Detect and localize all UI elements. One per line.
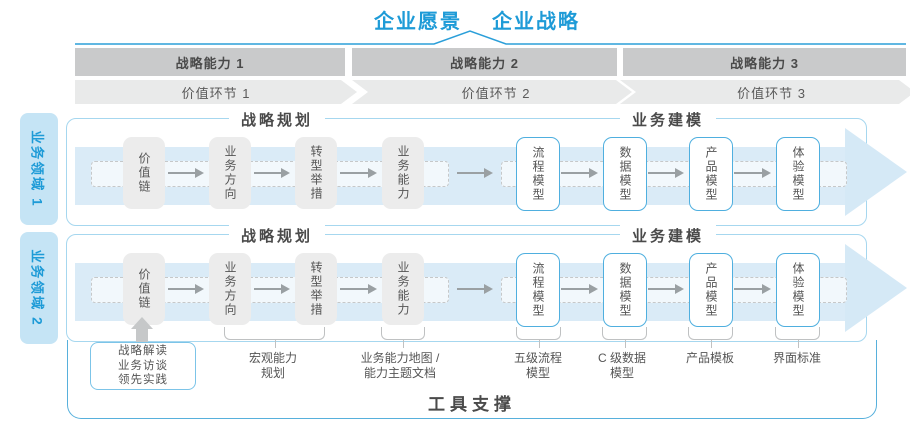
up-arrow-icon	[136, 328, 148, 343]
brace-icon	[688, 327, 733, 348]
data-model-box: 数据模型	[603, 137, 647, 211]
flow-arrow-icon	[457, 168, 493, 178]
transformation-label: 转型举措	[309, 261, 323, 317]
planning-header: 战略规划	[228, 225, 326, 246]
data-model-label: 数据模型	[618, 146, 632, 202]
value-link-chevron-1: 价值环节 1	[75, 80, 357, 104]
product-model-box: 产品模型	[689, 253, 733, 327]
planning-header: 战略规划	[228, 109, 326, 130]
strategy-capability-bar-1: 战略能力 1	[75, 48, 345, 76]
business-direction-box: 业务方向	[209, 137, 251, 209]
flow-arrow-icon	[254, 168, 290, 178]
business-direction-label: 业务方向	[223, 145, 237, 201]
brace-icon	[602, 327, 647, 348]
strategy-capability-2-label: 战略能力 2	[450, 55, 519, 71]
strategy-capability-3-label: 战略能力 3	[730, 55, 799, 71]
value-link-3-label: 价值环节 3	[737, 85, 806, 101]
flow-arrow-icon	[648, 168, 684, 178]
flow-arrow-icon	[648, 284, 684, 294]
value-chain-label: 价值链	[137, 152, 151, 194]
business-capability-label: 业务能力	[396, 145, 410, 201]
business-direction-label: 业务方向	[223, 261, 237, 317]
strategy-capability-1-label: 战略能力 1	[175, 55, 245, 71]
flow-arrow-icon	[168, 284, 204, 294]
modeling-header: 业务建模	[619, 225, 717, 246]
flow-arrow-icon	[168, 168, 204, 178]
experience-model-label: 体验模型	[791, 146, 805, 202]
process-model-doc-label: 五级流程 模型	[513, 351, 562, 380]
experience-model-label: 体验模型	[791, 262, 805, 318]
macro-capability-label: 宏观能力 规划	[248, 351, 297, 380]
experience-model-box: 体验模型	[776, 253, 820, 327]
process-model-box: 流程模型	[516, 253, 560, 327]
data-model-box: 数据模型	[603, 253, 647, 327]
flow-arrow-icon	[340, 168, 377, 178]
transformation-label: 转型举措	[309, 145, 323, 201]
domain-1-text: 业务领域 1	[30, 130, 46, 208]
flow-arrow-icon	[734, 284, 771, 294]
flow-arrow-icon	[561, 168, 598, 178]
domain-label-2: 业务领域 2	[20, 232, 58, 344]
process-model-label: 流程模型	[531, 146, 545, 202]
flow-arrow-icon	[561, 284, 598, 294]
domain-2-text: 业务领域 2	[30, 249, 46, 327]
product-model-label: 产品模型	[704, 146, 718, 202]
business-capability-label: 业务能力	[396, 261, 410, 317]
value-link-2-label: 价值环节 2	[461, 85, 531, 101]
product-template-label: 产品模板	[685, 351, 734, 365]
vision-title: 企业愿景	[374, 11, 462, 33]
value-link-1-label: 价值环节 1	[181, 85, 251, 101]
brace-icon	[775, 327, 820, 348]
tool-support-label: 工具支撑	[428, 395, 516, 414]
ui-standard-label: 界面标准	[772, 351, 821, 365]
flow-arrow-icon	[340, 284, 377, 294]
flow-arrow-icon	[457, 284, 493, 294]
business-direction-box: 业务方向	[209, 253, 251, 325]
flow-arrowhead-icon	[845, 244, 907, 332]
process-model-box: 流程模型	[516, 137, 560, 211]
product-model-label: 产品模型	[704, 262, 718, 318]
strategy-capability-bar-3: 战略能力 3	[623, 48, 906, 76]
value-chain-box: 价值链	[123, 137, 165, 209]
transformation-box: 转型举措	[295, 253, 337, 325]
vision-pointer-line-icon	[75, 30, 906, 45]
business-capability-box: 业务能力	[382, 137, 424, 209]
tool-support-container: 工具支撑	[67, 340, 877, 419]
flow-arrowhead-icon	[845, 128, 907, 216]
brace-icon	[224, 327, 325, 348]
experience-model-box: 体验模型	[776, 137, 820, 211]
data-model-label: 数据模型	[618, 262, 632, 318]
value-chain-label: 价值链	[137, 268, 151, 310]
value-link-chevron-3: 价值环节 3	[620, 80, 910, 104]
value-link-chevron-2: 价值环节 2	[352, 80, 632, 104]
process-model-label: 流程模型	[531, 262, 545, 318]
business-capability-box: 业务能力	[382, 253, 424, 325]
capability-map-label: 业务能力地图 / 能力主题文档	[360, 351, 440, 380]
flow-arrow-icon	[734, 168, 771, 178]
strategy-title: 企业战略	[492, 11, 580, 33]
domain-label-1: 业务领域 1	[20, 113, 58, 225]
domain-2-panel: 战略规划 业务建模 价值链 业务方向 转型举措 业务能力 流程模型 数据模型 产…	[66, 225, 907, 342]
value-chain-box: 价值链	[123, 253, 165, 325]
brace-icon	[381, 327, 425, 348]
up-arrow-icon	[131, 317, 153, 329]
brace-icon	[516, 327, 561, 348]
transformation-box: 转型举措	[295, 137, 337, 209]
flow-arrow-icon	[254, 284, 290, 294]
practice-box: 战略解读 业务访谈 领先实践	[90, 342, 196, 390]
strategy-capability-bar-2: 战略能力 2	[352, 48, 617, 76]
product-model-box: 产品模型	[689, 137, 733, 211]
domain-1-panel: 战略规划 业务建模 价值链 业务方向 转型举措 业务能力 流程模型 数据模型 产…	[66, 109, 907, 226]
data-model-doc-label: C 级数据 模型	[597, 351, 646, 380]
modeling-header: 业务建模	[619, 109, 717, 130]
